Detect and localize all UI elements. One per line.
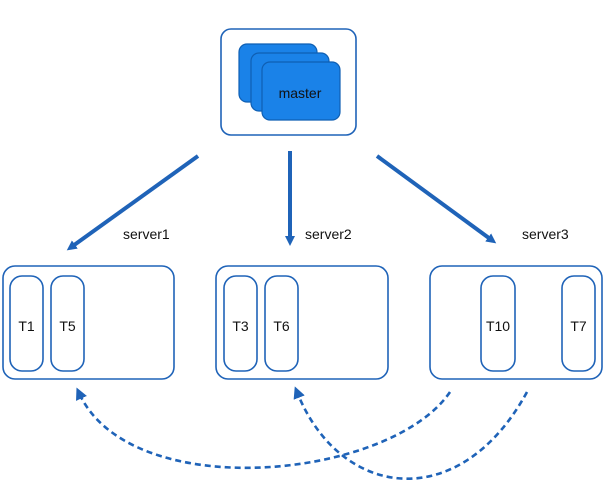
server3-node: T10 T7 xyxy=(429,265,603,380)
master-node: master xyxy=(220,28,357,136)
arrow-to-server3 xyxy=(375,154,497,244)
server3-label: server3 xyxy=(522,226,569,242)
master-stack-layer-front xyxy=(261,61,341,121)
migration-arrow-server3-to-server1 xyxy=(76,387,452,470)
task-label: T3 xyxy=(232,318,249,334)
server3-box xyxy=(429,265,603,380)
server1-node: T1 T5 xyxy=(2,265,175,380)
task-slot xyxy=(9,275,44,372)
task-label: T6 xyxy=(273,318,290,334)
task-slot xyxy=(480,275,516,372)
server2-node: T3 T6 xyxy=(215,265,389,380)
task-slot xyxy=(561,275,596,372)
arrow-to-server1 xyxy=(66,154,200,251)
task-slot xyxy=(264,275,299,372)
migration-arrow-server3-to-server2 xyxy=(293,386,529,480)
task-slot xyxy=(223,275,258,372)
server1-label: server1 xyxy=(123,226,170,242)
task-slot xyxy=(50,275,85,372)
task-label: T10 xyxy=(486,318,510,334)
task-label: T5 xyxy=(59,318,76,334)
server1-box xyxy=(2,265,175,380)
server2-label: server2 xyxy=(305,226,352,242)
master-label: master xyxy=(279,85,322,101)
task-label: T1 xyxy=(18,318,35,334)
server2-box xyxy=(215,265,389,380)
task-label: T7 xyxy=(570,318,587,334)
